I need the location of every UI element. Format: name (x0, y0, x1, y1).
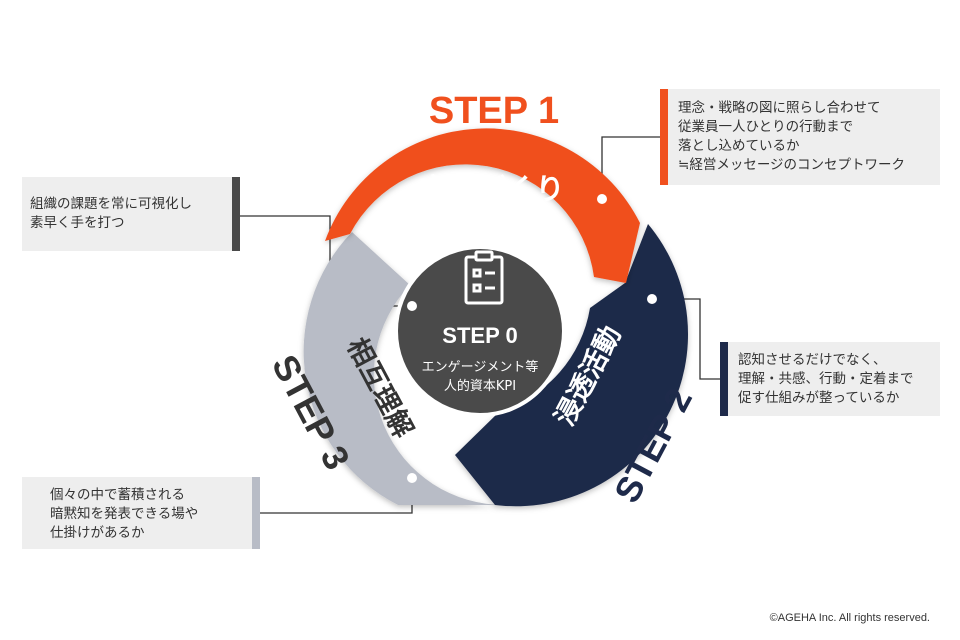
note-step3-line: 個々の中で蓄積される (50, 487, 185, 503)
dot-step1 (597, 194, 607, 204)
note-step2-accent (720, 342, 728, 416)
note-step2: 認知させるだけでなく、 理解・共感、行動・定着まで 促す仕組みが整っているか (720, 342, 940, 416)
note-step1: 理念・戦略の図に照らし合わせて 従業員一人ひとりの行動まで 落とし込めているか … (660, 89, 940, 185)
note-step1-line: 落とし込めているか (678, 138, 800, 154)
connector-dots (407, 194, 657, 483)
note-step2-line: 促す仕組みが整っているか (738, 390, 900, 406)
clipboard-icon (464, 250, 504, 305)
note-step1-line: 従業員一人ひとりの行動まで (678, 119, 854, 135)
note-step1-line: 理念・戦略の図に照らし合わせて (678, 100, 881, 116)
note-step2-line: 理解・共感、行動・定着まで (738, 371, 914, 387)
note-step2-line: 認知させるだけでなく、 (738, 352, 887, 368)
note-step0-accent (232, 177, 240, 251)
step2-segment (455, 224, 689, 507)
step3-segment (303, 232, 505, 506)
center-line1: エンゲージメント等 (422, 359, 539, 375)
note-step1-accent (660, 89, 668, 185)
center-title: STEP 0 (442, 323, 517, 348)
note-step3-line: 仕掛けがあるか (50, 525, 145, 541)
dot-step3 (407, 473, 417, 483)
note-step3: 個々の中で蓄積される 暗黙知を発表できる場や 仕掛けがあるか (22, 477, 260, 549)
step1-name: 言葉づくり (419, 172, 564, 206)
note-step3-accent (252, 477, 260, 549)
step1-label: STEP 1 (429, 90, 559, 132)
note-step1-line: ≒経営メッセージのコンセプトワーク (678, 157, 906, 173)
note-step0-line: 組織の課題を常に可視化し (30, 196, 192, 212)
center-circle (394, 245, 566, 417)
note-step3-line: 暗黙知を発表できる場や (50, 506, 199, 522)
copyright-text: ©AGEHA Inc. All rights reserved. (769, 612, 930, 624)
note-step0: 組織の課題を常に可視化し 素早く手を打つ (22, 177, 240, 251)
dot-step2 (647, 294, 657, 304)
center-line2: 人的資本KPI (444, 378, 516, 394)
step1-segment (325, 128, 640, 283)
note-step0-line: 素早く手を打つ (30, 215, 125, 231)
dot-step0 (407, 301, 417, 311)
